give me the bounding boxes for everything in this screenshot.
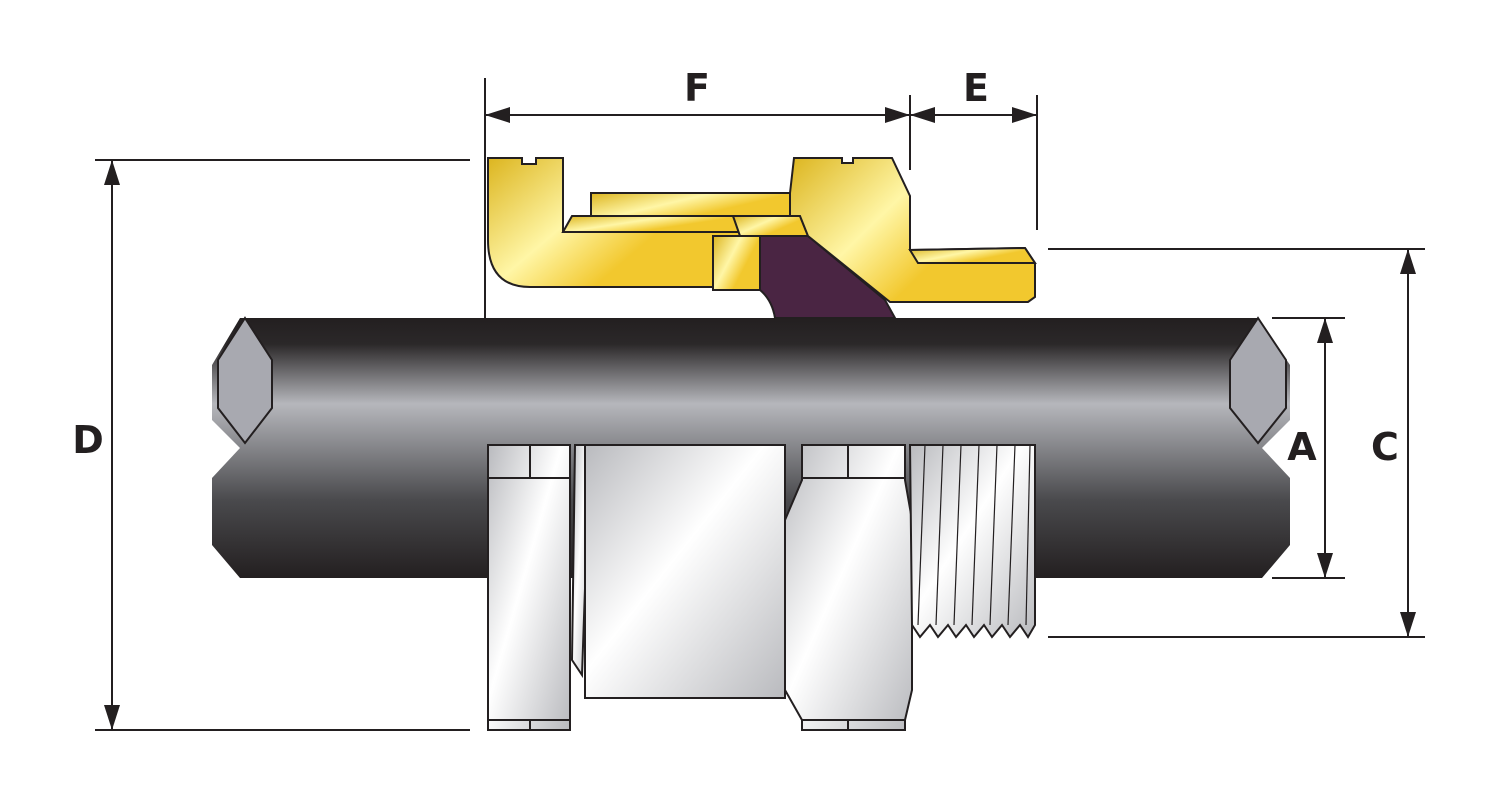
dimension-label-e: E (963, 66, 989, 110)
dimension-lines (95, 78, 1425, 731)
dimension-label-f: F (684, 66, 710, 110)
steel-components (487, 444, 1036, 731)
dimension-label-c: C (1371, 425, 1399, 469)
dimension-label-a: A (1287, 425, 1317, 469)
brass-components (487, 157, 1037, 319)
dimension-arrows (104, 107, 1416, 730)
dimension-label-d: D (72, 418, 104, 462)
